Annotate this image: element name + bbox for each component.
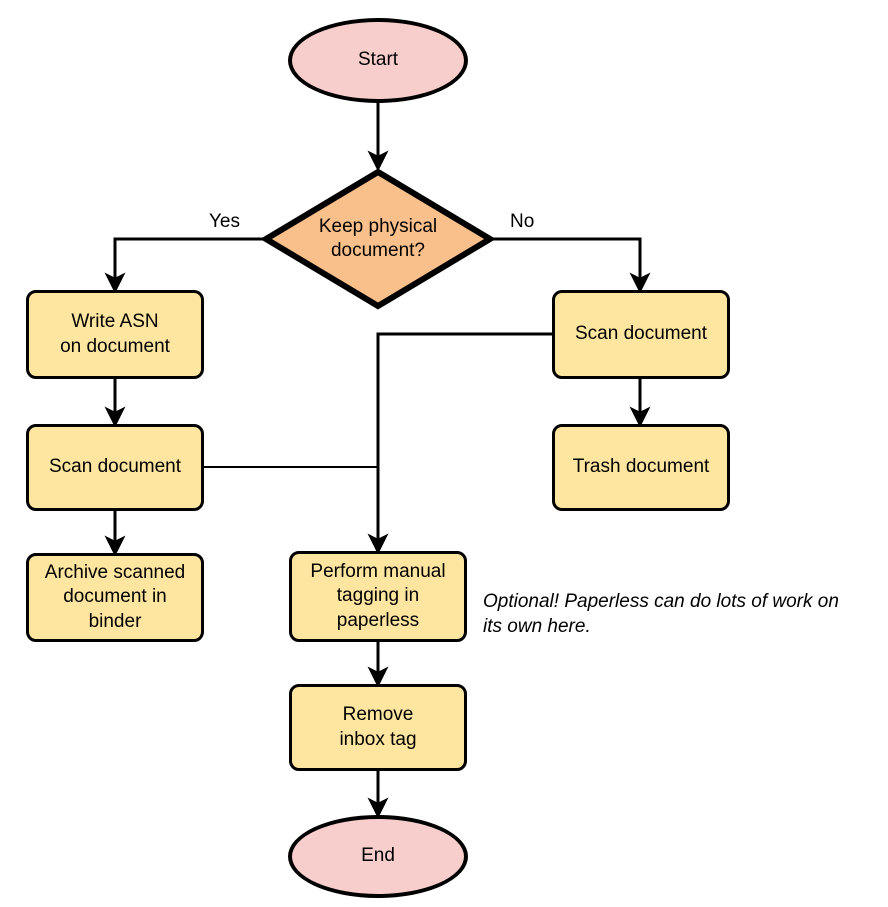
- node-manual-tagging-label: Perform manual tagging in paperless: [310, 560, 445, 633]
- node-decision-keep-physical-document[interactable]: Keep physical document?: [262, 168, 494, 310]
- node-remove-inbox-tag[interactable]: Remove inbox tag: [289, 684, 467, 771]
- annotation-optional-note-line1: Optional! Paperless can do lots of work …: [483, 591, 839, 612]
- diamond-shape: [262, 168, 494, 310]
- node-end-label: End: [361, 845, 395, 867]
- node-archive-label-line2: document in: [63, 586, 167, 608]
- node-archive-label: Archive scanned document in binder: [45, 561, 185, 634]
- node-archive-label-line3: binder: [88, 610, 142, 632]
- node-write-asn-label: Write ASN on document: [60, 310, 170, 359]
- edge-scan-right-to-manual-tagging: [367, 332, 552, 555]
- node-archive-scanned-document[interactable]: Archive scanned document in binder: [26, 553, 204, 642]
- node-trash-document[interactable]: Trash document: [552, 424, 730, 511]
- edge-no-to-scan-right: [491, 237, 651, 294]
- node-end[interactable]: End: [288, 815, 468, 898]
- node-decision-label: Keep physical document?: [262, 215, 494, 264]
- node-remove-inbox-label-line2: inbox tag: [339, 728, 417, 750]
- node-decision-label-line2: document?: [330, 240, 425, 261]
- node-manual-tagging-label-line3: paperless: [336, 609, 420, 631]
- node-scan-document-right[interactable]: Scan document: [552, 290, 730, 379]
- edge-yes-to-write-asn: [104, 237, 265, 294]
- node-perform-manual-tagging[interactable]: Perform manual tagging in paperless: [289, 551, 467, 642]
- node-scan-document-left[interactable]: Scan document: [26, 424, 204, 511]
- node-archive-label-line1: Archive scanned: [44, 562, 186, 584]
- node-start[interactable]: Start: [288, 18, 468, 103]
- node-scan-document-left-label: Scan document: [48, 456, 182, 478]
- node-decision-label-line1: Keep physical: [318, 215, 438, 237]
- annotation-optional-note-line2: its own here.: [483, 615, 591, 637]
- annotation-optional-note: Optional! Paperless can do lots of work …: [483, 590, 883, 639]
- node-trash-document-label: Trash document: [572, 456, 710, 478]
- node-remove-inbox-label: Remove inbox tag: [339, 703, 416, 752]
- edge-label-no: No: [510, 211, 535, 232]
- edge-label-yes: Yes: [209, 211, 240, 232]
- node-write-asn-label-line2: on document: [60, 335, 170, 357]
- node-manual-tagging-label-line1: Perform manual: [310, 561, 446, 583]
- node-write-asn-label-line1: Write ASN: [71, 311, 159, 333]
- node-remove-inbox-label-line1: Remove: [342, 704, 414, 726]
- node-start-label: Start: [357, 49, 399, 71]
- node-write-asn-on-document[interactable]: Write ASN on document: [26, 290, 204, 379]
- node-scan-document-right-label: Scan document: [574, 323, 708, 345]
- node-manual-tagging-label-line2: tagging in: [336, 585, 420, 607]
